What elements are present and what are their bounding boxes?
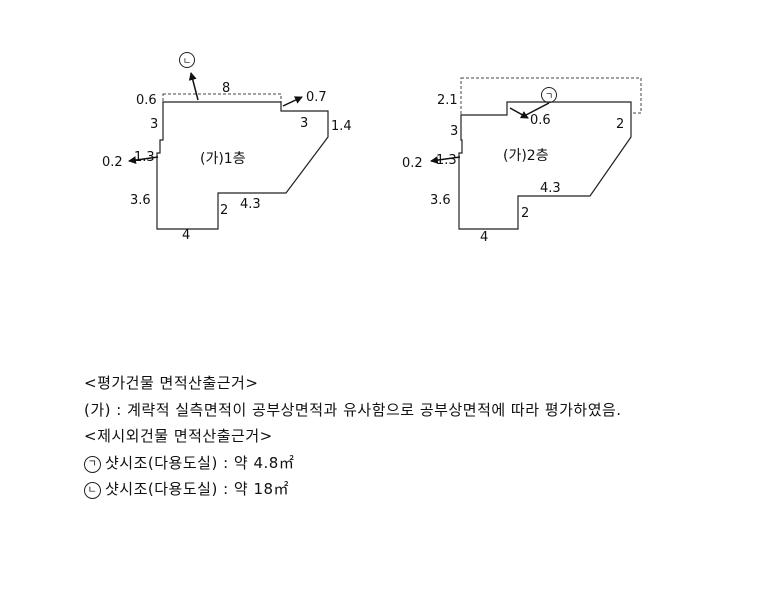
- plan-2-dim-left-ext: 0.2: [402, 156, 423, 171]
- plan-2-dim-top-left: 2.1: [437, 93, 458, 108]
- plan-1-right-ext-arrow: [282, 96, 303, 107]
- notes-heading-evaluated-building: <평가건물 면적산출근거>: [84, 374, 259, 392]
- plan-2-left-ext-arrow: [430, 156, 461, 165]
- plan-1-dim-right-side: 1.4: [331, 119, 352, 134]
- plan-2-marker-arrow: [525, 102, 550, 116]
- plan-2-dim-right-side: 2: [616, 117, 624, 132]
- plan-2-marker-label: ㄱ: [545, 92, 553, 102]
- plan-2-marker-circle: [541, 87, 557, 103]
- circled-marker-icon: ㄴ: [84, 482, 101, 499]
- plan-2-dim-bottom: 4: [480, 230, 488, 245]
- plan-2-dim-inner-ext: 0.6: [530, 113, 551, 128]
- plan-2-dim-step-vertical: 2: [521, 206, 529, 221]
- plan-1-dim-bottom: 4: [182, 228, 190, 243]
- plan-1-first-floor: ㄴ 8 0.6 0.7 3 1.4 3 1.3 0.2 3.6 4 2 4.3 …: [102, 52, 352, 243]
- plan-1-outline: [156, 101, 329, 230]
- notes-heading-extra-building: <제시외건물 면적산출근거>: [84, 427, 273, 445]
- plan-1-dim-left-upper: 3: [150, 117, 158, 132]
- plan-1-marker-arrow: [188, 72, 199, 101]
- plan-1-marker-label: ㄴ: [183, 57, 191, 67]
- plan-1-dim-step-horizontal: 4.3: [240, 197, 261, 212]
- plan-1-dim-top: 8: [222, 81, 230, 96]
- plan-1-left-ext-arrow: [128, 156, 159, 165]
- plan-2-dim-left-small: 1.3: [436, 153, 457, 168]
- notes-item-2-text: 샷시조(다용도실) : 약 18㎡: [105, 480, 290, 498]
- notes-item-1-text: 샷시조(다용도실) : 약 4.8㎡: [105, 453, 295, 472]
- plan-1-dim-right-notch: 3: [300, 116, 308, 131]
- area-notes: <평가건물 면적산출근거> (가) : 계략적 실측면적이 공부상면적과 유사함…: [84, 370, 764, 503]
- notes-line-ga: (가) : 계략적 실측면적이 공부상면적과 유사함으로 공부상면적에 따라 평…: [84, 400, 622, 419]
- plan-1-title: (가)1층: [200, 151, 246, 167]
- plan-2-title: (가)2층: [503, 148, 549, 164]
- plan-1-dim-left-lower: 3.6: [130, 193, 151, 208]
- plan-2-dim-left-lower: 3.6: [430, 193, 451, 208]
- plan-2-dim-left-upper: 3: [450, 124, 458, 139]
- plan-2-outline: [458, 101, 632, 230]
- plan-1-dim-step-vertical: 2: [220, 203, 228, 218]
- plan-1-marker-circle: [179, 52, 195, 68]
- plan-1-dim-right-ext: 0.7: [306, 90, 327, 105]
- plan-2-inner-ext-arrow: [509, 107, 529, 119]
- circled-marker-icon: ㄱ: [84, 455, 101, 473]
- plan-1-dim-left-ext: 0.2: [102, 155, 123, 170]
- plan-2-dim-step-horizontal: 4.3: [540, 181, 561, 196]
- plan-2-second-floor: ㄱ 2.1 0.6 2 3 1.3 0.2 3.6 4 2 4.3 (가)2층: [402, 77, 642, 245]
- plan-1-dim-left-small: 1.3: [134, 150, 155, 165]
- plan-1-dim-top-left: 0.6: [136, 93, 157, 108]
